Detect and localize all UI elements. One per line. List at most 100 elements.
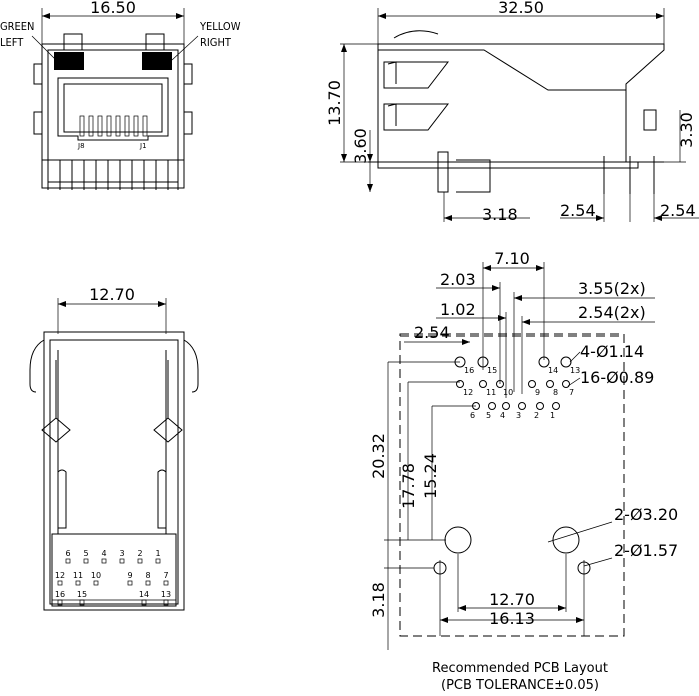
pcb-pin-hole (456, 380, 464, 388)
pcb-pin-label: 5 (486, 411, 491, 420)
hole-note-3: 2-Ø3.20 (614, 505, 678, 524)
top-pin-pad (57, 580, 63, 586)
side-height-dim: 13.70 (325, 80, 344, 126)
pcb-layout: 7.10 2.03 3.55(2x) 1.02 2.54(2x) 2.54 4-… (369, 249, 678, 650)
green-led (54, 52, 84, 70)
hole-note-1: 4-Ø1.14 (580, 342, 644, 361)
top-width-dim: 12.70 (89, 285, 135, 304)
top-pin-label: 14 (139, 590, 149, 599)
pcb-pin-label: 8 (553, 388, 558, 397)
pcb-pin-label: 4 (500, 411, 505, 420)
top-pin-pad (79, 599, 85, 606)
pcb-pin-hole (518, 402, 526, 410)
front-view: 16.50 GREEN LEFT YELLOW RIGHT (0, 0, 241, 190)
top-pin-pad (163, 599, 169, 606)
port-left-label: J8 (77, 142, 85, 150)
front-width-dim: 16.50 (90, 0, 136, 17)
port-right-label: J1 (139, 142, 147, 150)
dim-2-54-2x: 2.54(2x) (578, 303, 646, 322)
top-pin-label: 6 (65, 549, 70, 558)
top-pin-label: 5 (83, 549, 88, 558)
dim-16-13: 16.13 (489, 609, 535, 628)
side-view: 32.50 13.70 3.60 3.30 (325, 0, 699, 224)
pcb-pin-hole (479, 380, 487, 388)
top-pin-label: 4 (101, 549, 106, 558)
pcb-pin-label: 2 (534, 411, 539, 420)
dim-17-78: 17.78 (399, 463, 418, 509)
side-peg-pitch-dim: 3.18 (482, 205, 518, 224)
top-pin-label: 12 (55, 571, 65, 580)
top-pin-label: 1 (155, 549, 160, 558)
pcb-pin-hole (538, 356, 550, 368)
top-pin-pad (127, 580, 133, 586)
top-pin-pad (93, 580, 99, 586)
pcb-pin-hole (546, 380, 554, 388)
pcb-pin-hole (552, 402, 560, 410)
side-length-dim: 32.50 (498, 0, 544, 17)
top-pin-pad (141, 599, 147, 606)
dim-3-55: 3.55(2x) (578, 279, 646, 298)
pcb-pin-label: 6 (470, 411, 475, 420)
top-pin-pad (145, 580, 151, 586)
dim-2-03: 2.03 (440, 270, 476, 289)
dim-2-54: 2.54 (414, 323, 450, 342)
pcb-pin-hole (502, 402, 510, 410)
pcb-pin-label: 7 (569, 388, 574, 397)
caption-tolerance: (PCB TOLERANCE±0.05) (441, 678, 599, 693)
top-pin-label: 3 (119, 549, 124, 558)
dim-12-70: 12.70 (489, 590, 535, 609)
top-pin-label: 9 (127, 571, 132, 580)
led-left-position: LEFT (0, 36, 24, 49)
top-pin-pad (83, 558, 89, 564)
dim-7-10: 7.10 (494, 249, 530, 268)
led-right-color: YELLOW (199, 20, 241, 33)
top-pin-pad (101, 558, 107, 564)
mount-hole-right (552, 526, 580, 554)
pcb-pin-label: 15 (487, 366, 497, 375)
pcb-pin-hole (560, 356, 572, 368)
pcb-pin-hole (496, 380, 504, 388)
top-pin-pad (119, 558, 125, 564)
pcb-pin-hole (562, 380, 570, 388)
top-pin-pad (75, 580, 81, 586)
top-pin-pad (155, 558, 161, 564)
pcb-pin-label: 3 (516, 411, 521, 420)
pcb-pin-label: 10 (503, 388, 513, 397)
top-pin-label: 16 (55, 590, 65, 599)
top-pin-label: 10 (91, 571, 101, 580)
top-pin-pad (65, 558, 71, 564)
hole-note-4: 2-Ø1.57 (614, 541, 678, 560)
top-pin-pad (137, 558, 143, 564)
pcb-pin-label: 16 (464, 366, 474, 375)
pcb-pin-label: 9 (535, 388, 540, 397)
top-pin-label: 11 (73, 571, 83, 580)
dim-1-02: 1.02 (440, 300, 476, 319)
top-pin-label: 15 (77, 590, 87, 599)
pcb-pin-label: 13 (570, 366, 580, 375)
top-pin-label: 2 (137, 549, 142, 558)
pcb-pin-hole (528, 380, 536, 388)
hole-note-2: 16-Ø0.89 (580, 368, 654, 387)
dim-15-24: 15.24 (421, 453, 440, 499)
pcb-pin-label: 11 (486, 388, 496, 397)
led-left-color: GREEN (0, 20, 34, 33)
top-pin-label: 8 (145, 571, 150, 580)
side-pin-pitch-left: 2.54 (560, 201, 596, 220)
top-pin-label: 7 (163, 571, 168, 580)
pcb-pin-label: 12 (463, 388, 473, 397)
side-pin-pitch-right: 2.54 (660, 201, 696, 220)
mount-hole-left (444, 526, 472, 554)
side-standoff-dim: 3.60 (351, 128, 370, 164)
pcb-pin-hole (477, 356, 489, 368)
caption-title: Recommended PCB Layout (432, 661, 608, 676)
dim-20-32: 20.32 (369, 433, 388, 479)
pcb-pin-label: 14 (548, 366, 558, 375)
pcb-pin-hole (536, 402, 544, 410)
dim-3-18: 3.18 (369, 582, 388, 618)
top-pin-pad (163, 580, 169, 586)
pcb-pin-label: 1 (550, 411, 555, 420)
led-right-position: RIGHT (200, 36, 232, 49)
